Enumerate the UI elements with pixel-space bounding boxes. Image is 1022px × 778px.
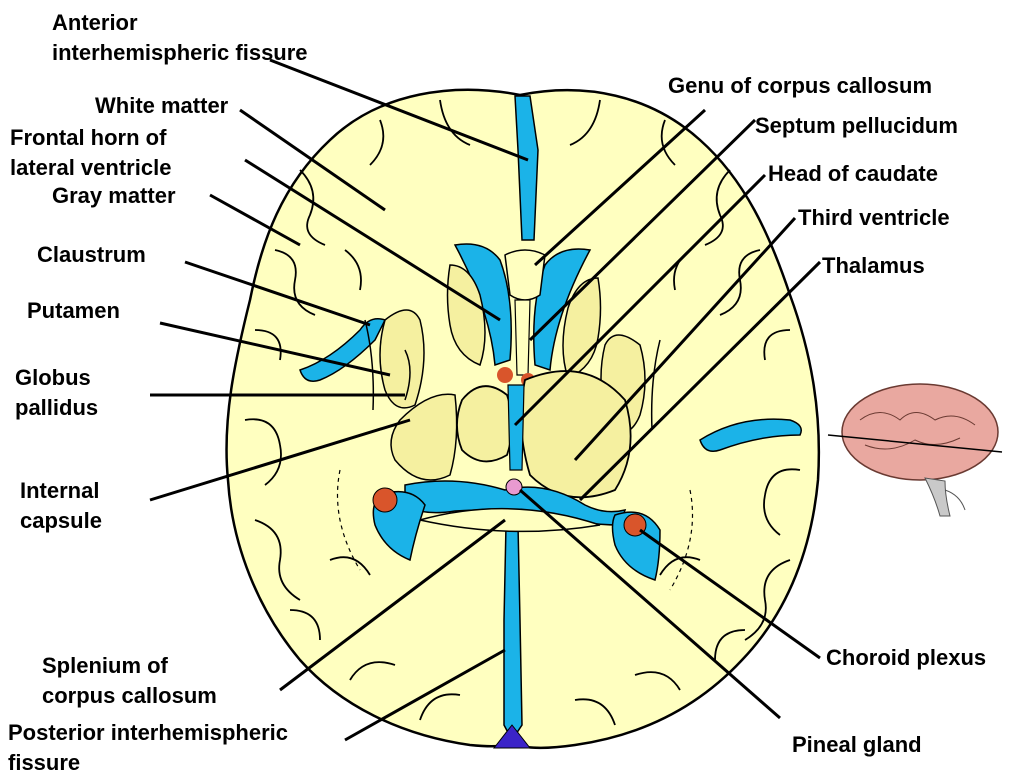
label-pineal-gland: Pineal gland	[792, 732, 922, 757]
posterior-fissure	[504, 525, 522, 740]
brain-thumbnail-icon	[828, 384, 1002, 516]
label-splenium: Splenium of corpus callosum	[42, 653, 217, 708]
choroid-plexus-left	[373, 488, 397, 512]
label-genu: Genu of corpus callosum	[668, 73, 932, 98]
label-internal-capsule: Internal capsule	[20, 478, 106, 533]
label-thalamus: Thalamus	[822, 253, 925, 278]
label-gray-matter: Gray matter	[52, 183, 176, 208]
third-ventricle	[508, 385, 524, 470]
left-thalamus	[457, 386, 512, 461]
label-choroid-plexus: Choroid plexus	[826, 645, 986, 670]
label-frontal-horn: Frontal horn of lateral ventricle	[10, 125, 173, 180]
choroid-spot-left	[497, 367, 513, 383]
septum-pellucidum	[515, 300, 530, 375]
label-putamen: Putamen	[27, 298, 120, 323]
label-anterior-interhemispheric-fissure: Anterior interhemispheric fissure	[52, 10, 308, 65]
label-posterior-interhemispheric-fissure: Posterior interhemispheric fissure	[8, 720, 294, 775]
label-septum-pellucidum: Septum pellucidum	[755, 113, 958, 138]
genu-corpus-callosum	[505, 250, 545, 300]
left-putamen	[380, 310, 424, 408]
label-head-of-caudate: Head of caudate	[768, 161, 938, 186]
label-claustrum: Claustrum	[37, 242, 146, 267]
pineal-gland	[506, 479, 522, 495]
label-globus-pallidus: Globus pallidus	[15, 365, 98, 420]
right-thalamus	[521, 371, 631, 497]
label-white-matter: White matter	[95, 93, 229, 118]
label-third-ventricle: Third ventricle	[798, 205, 950, 230]
